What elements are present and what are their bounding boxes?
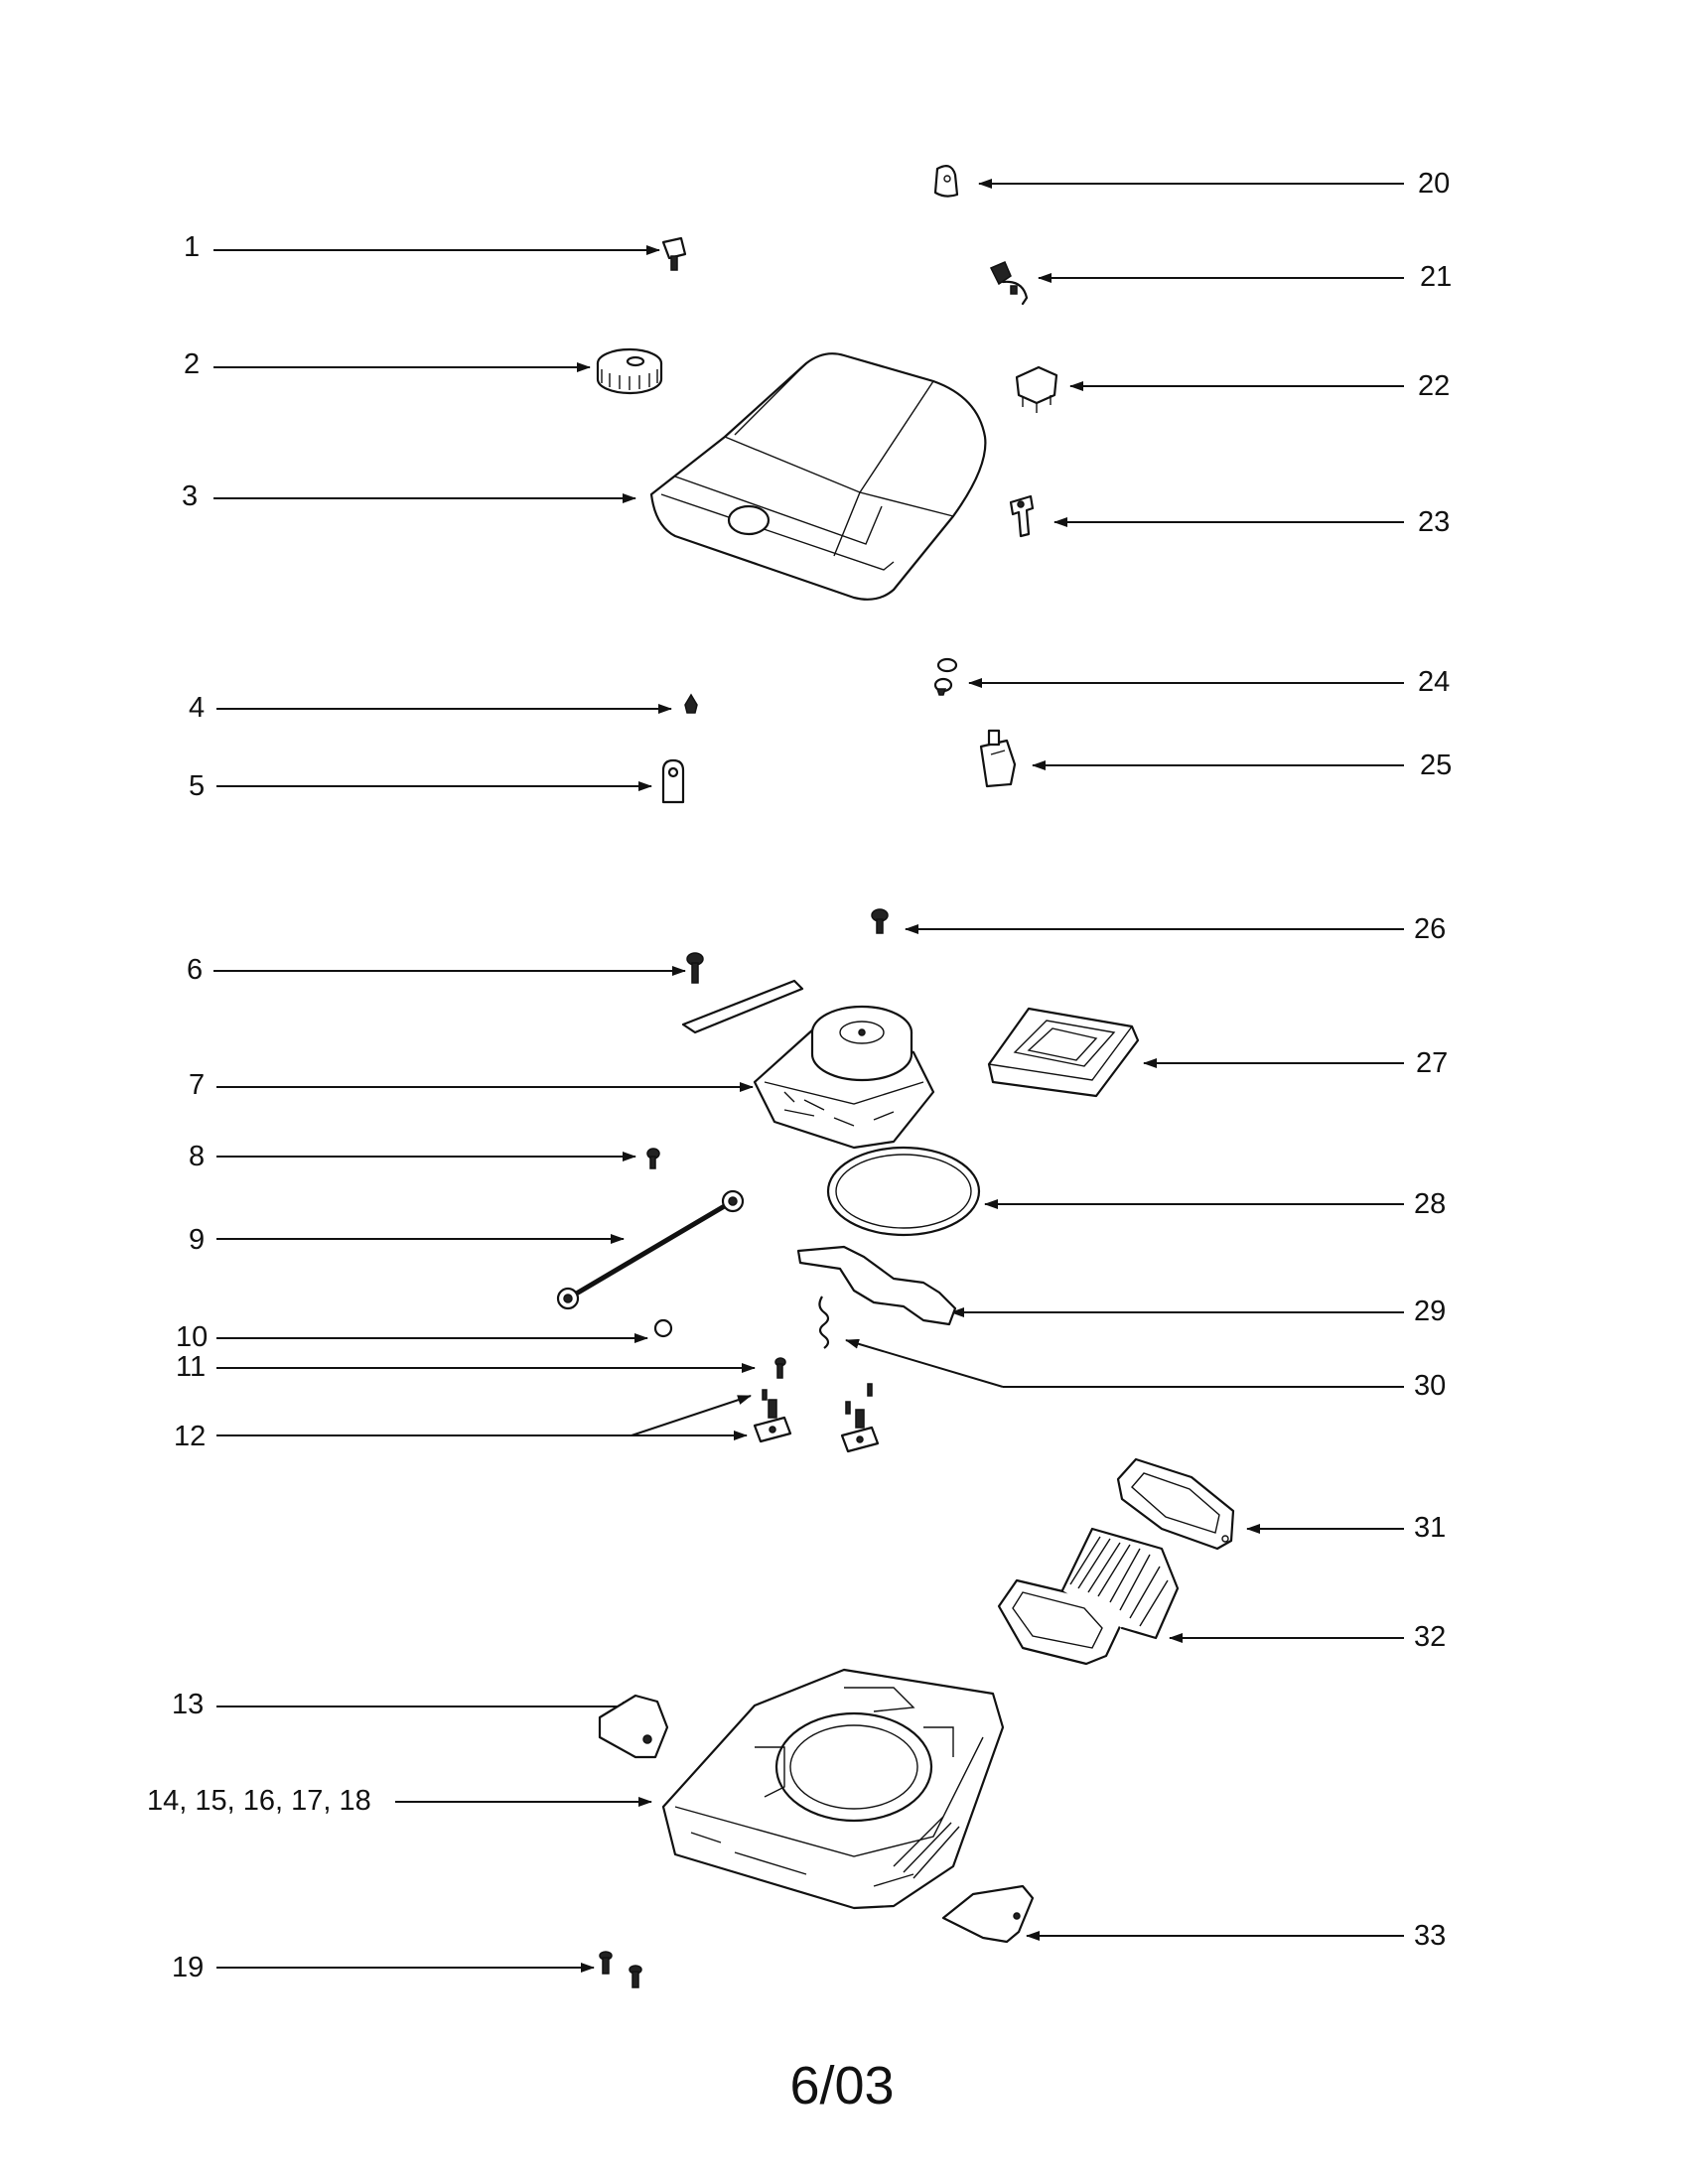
svg-text:12: 12	[174, 1421, 206, 1452]
callout-11: 11	[176, 1351, 756, 1383]
callout-20: 20	[978, 168, 1450, 200]
svg-text:4: 4	[189, 692, 205, 724]
svg-text:24: 24	[1418, 666, 1450, 698]
part-11-screw	[774, 1357, 786, 1379]
part-24-bushings	[933, 657, 958, 696]
callout-8: 8	[189, 1141, 636, 1172]
svg-text:26: 26	[1414, 913, 1446, 945]
callout-33: 33	[1026, 1920, 1446, 1952]
part-12-clip-set	[753, 1383, 880, 1453]
part-19-screws	[599, 1951, 642, 1988]
part-20-clip	[933, 164, 959, 198]
part-13-plate	[598, 1694, 669, 1759]
svg-text:22: 22	[1418, 370, 1450, 402]
svg-text:1: 1	[184, 231, 200, 263]
svg-text:33: 33	[1414, 1920, 1446, 1952]
callout-27: 27	[1143, 1047, 1448, 1079]
part-7-motor-assembly	[681, 979, 935, 1150]
part-1-fastener	[661, 236, 687, 271]
svg-text:20: 20	[1418, 168, 1450, 200]
part-29-lever	[796, 1245, 957, 1326]
svg-text:21: 21	[1420, 261, 1452, 293]
part-9-link-strap	[556, 1189, 745, 1310]
callout-6: 6	[187, 954, 686, 986]
svg-text:23: 23	[1418, 506, 1450, 538]
callout-1: 1	[184, 231, 660, 263]
svg-text:29: 29	[1414, 1296, 1446, 1327]
svg-text:8: 8	[189, 1141, 205, 1172]
part-6-screw	[686, 952, 704, 984]
svg-text:5: 5	[189, 770, 205, 802]
callout-26: 26	[905, 913, 1446, 945]
callout-31: 31	[1246, 1512, 1446, 1544]
svg-text:30: 30	[1414, 1370, 1446, 1402]
callout-3: 3	[182, 480, 636, 512]
svg-text:10: 10	[176, 1321, 208, 1353]
date-code: 6/03	[789, 2056, 895, 2116]
svg-text:3: 3	[182, 480, 198, 512]
callout-7: 7	[189, 1069, 754, 1101]
svg-text:2: 2	[184, 348, 200, 380]
callout-2: 2	[184, 348, 591, 380]
part-8-screw	[646, 1148, 660, 1169]
part-5-bracket	[661, 758, 685, 804]
part-31-gasket	[1116, 1457, 1235, 1551]
svg-text:19: 19	[172, 1952, 204, 1983]
callout-23: 23	[1053, 506, 1450, 538]
svg-text:14, 15, 16, 17, 18: 14, 15, 16, 17, 18	[147, 1785, 371, 1817]
callout-12: 12	[174, 1395, 752, 1452]
part-4-nut	[684, 693, 698, 714]
svg-text:25: 25	[1420, 750, 1452, 781]
callout-24: 24	[968, 666, 1450, 698]
part-25-switch	[979, 729, 1017, 788]
callout-28: 28	[984, 1188, 1446, 1220]
part-26-screw	[871, 908, 889, 934]
part-28-belt-ring	[826, 1146, 981, 1237]
svg-text:32: 32	[1414, 1621, 1446, 1653]
svg-text:9: 9	[189, 1224, 205, 1256]
part-3-housing-cover	[649, 352, 987, 601]
callout-10: 10	[176, 1321, 648, 1353]
part-30-spring	[818, 1296, 830, 1349]
callout-29: 29	[950, 1296, 1446, 1327]
callout-22: 22	[1069, 370, 1450, 402]
part-33-plate	[941, 1884, 1035, 1944]
callout-4: 4	[189, 692, 672, 724]
callout-9: 9	[189, 1224, 625, 1256]
svg-text:28: 28	[1414, 1188, 1446, 1220]
callout-14-18: 14, 15, 16, 17, 18	[147, 1785, 652, 1817]
svg-text:11: 11	[176, 1351, 206, 1383]
part-2-gear-knob	[596, 347, 663, 395]
svg-text:27: 27	[1416, 1047, 1448, 1079]
callout-21: 21	[1038, 261, 1452, 293]
svg-text:7: 7	[189, 1069, 205, 1101]
svg-text:6: 6	[187, 954, 203, 986]
part-21-switch	[989, 261, 1029, 306]
part-14-18-base-assembly	[661, 1668, 1005, 1910]
callout-13: 13	[172, 1689, 636, 1720]
callout-19: 19	[172, 1952, 595, 1983]
part-23-bracket	[1009, 494, 1035, 538]
svg-text:13: 13	[172, 1689, 204, 1720]
callout-5: 5	[189, 770, 652, 802]
callout-32: 32	[1169, 1621, 1446, 1653]
callout-25: 25	[1032, 750, 1452, 781]
part-22-switch-body	[1015, 365, 1058, 413]
callout-30: 30	[845, 1338, 1446, 1402]
part-32-bellows-hose	[997, 1527, 1180, 1666]
part-27-filter	[987, 1007, 1140, 1098]
svg-text:31: 31	[1414, 1512, 1446, 1544]
part-10-nut	[653, 1318, 673, 1338]
